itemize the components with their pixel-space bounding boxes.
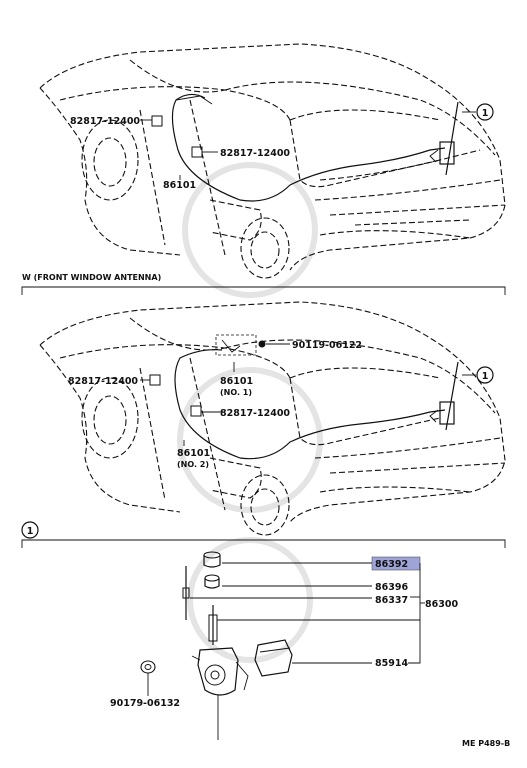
part-label-82817-12400: 82817-12400 — [70, 116, 140, 127]
part-label-85914: 85914 — [375, 658, 408, 669]
antenna-mast-icon — [182, 566, 190, 620]
svg-text:1: 1 — [482, 371, 489, 382]
bolt-icon — [258, 340, 266, 348]
part-label-86300: 86300 — [425, 599, 458, 610]
antenna-motor-icon — [191, 605, 249, 740]
middle-car-outline — [39, 301, 506, 536]
clip-icon — [190, 405, 202, 417]
section-bracket — [21, 286, 506, 295]
svg-text:1: 1 — [482, 108, 489, 119]
clip-icon — [149, 374, 161, 386]
part-label-86101-no1-sub: (NO. 1) — [220, 388, 252, 397]
callout-1-detail: 1 — [21, 521, 39, 539]
detail-bracket — [21, 539, 506, 548]
section-title: W (FRONT WINDOW ANTENNA) — [22, 273, 161, 282]
bolt-area — [215, 334, 257, 356]
top-antenna-cord — [171, 93, 446, 202]
svg-text:1: 1 — [27, 526, 34, 537]
nut-icon — [204, 574, 220, 589]
callout-1-top: 1 — [462, 103, 494, 121]
callout-1-middle: 1 — [462, 366, 494, 384]
cap-icon — [203, 551, 221, 568]
part-label-86101-no2-sub: (NO. 2) — [177, 460, 209, 469]
middle-antenna-icon — [429, 361, 459, 431]
part-label-82817-12400: 82817-12400 — [68, 376, 138, 387]
top-antenna-icon — [429, 101, 459, 176]
part-label-90119-06122: 90119-06122 — [292, 340, 362, 351]
part-label-86101-no2: 86101 — [177, 448, 210, 459]
part-label-86392[interactable]: 86392 — [375, 559, 408, 570]
part-label-86396: 86396 — [375, 582, 408, 593]
bolt-nut-icon — [140, 660, 156, 674]
page-code: ME P489-B — [462, 739, 510, 748]
relay-icon — [254, 639, 293, 677]
clip-icon — [151, 115, 163, 127]
part-label-86101-no1: 86101 — [220, 376, 253, 387]
part-label-82817-12400: 82817-12400 — [220, 148, 290, 159]
part-label-90179-06132: 90179-06132 — [110, 698, 180, 709]
top-car-outline — [39, 43, 506, 279]
part-label-86337: 86337 — [375, 595, 408, 606]
middle-antenna-cord — [174, 349, 446, 460]
watermark — [177, 162, 323, 663]
part-label-86101: 86101 — [163, 180, 196, 191]
part-label-82817-12400: 82817-12400 — [220, 408, 290, 419]
